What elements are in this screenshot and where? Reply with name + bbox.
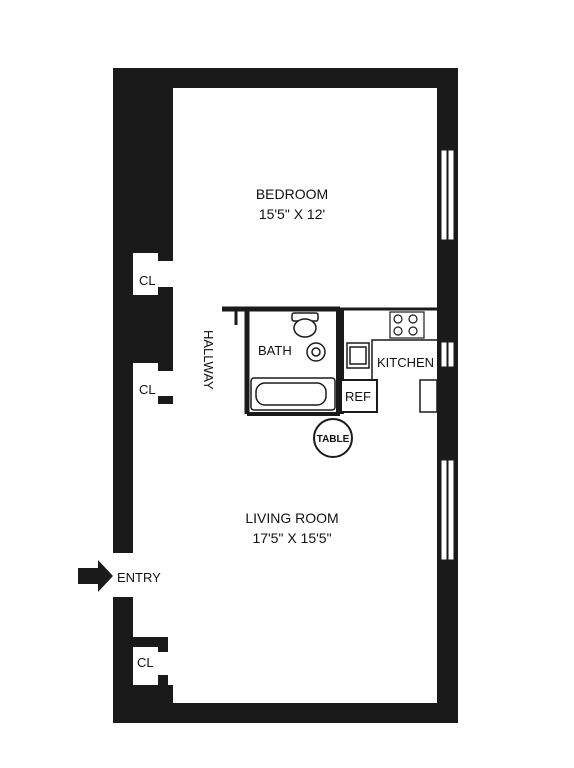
- closet-3-wall-right-b: [158, 675, 168, 685]
- bath-sink-icon: [306, 342, 326, 362]
- kitchen-sink-icon: [346, 342, 370, 369]
- bottom-wall: [113, 703, 458, 723]
- closet-3-wall-top: [133, 637, 168, 647]
- bathtub: [250, 377, 336, 411]
- kitchen-cabinet: [419, 379, 438, 413]
- toilet-icon: [291, 312, 319, 338]
- closet-2-wall-right-b: [158, 396, 173, 404]
- top-wall: [113, 68, 458, 88]
- table-label: TABLE: [317, 434, 350, 445]
- kitchen-label: KITCHEN: [377, 355, 434, 370]
- kitchen-counter: [371, 339, 437, 380]
- table-icon: [313, 418, 353, 458]
- refrigerator: [340, 379, 378, 413]
- entry-arrow-icon: [78, 560, 113, 592]
- entry-label: ENTRY: [117, 570, 161, 585]
- living-room-name: LIVING ROOM: [245, 510, 338, 526]
- refrigerator-label: REF: [345, 389, 371, 404]
- closet-label-2: CL: [139, 382, 156, 397]
- hallway-label: HALLWAY: [201, 330, 216, 390]
- left-wall-between-closets: [113, 295, 173, 363]
- bedroom-name: BEDROOM: [256, 186, 328, 202]
- left-wall-upper: [113, 68, 173, 253]
- bedroom-size: 15'5" X 12': [259, 206, 325, 222]
- closet-1-wall-right-b: [158, 287, 173, 295]
- closet-label-1: CL: [139, 273, 156, 288]
- closet-1-wall-left: [113, 253, 133, 295]
- living-room-size: 17'5" X 15'5": [252, 530, 331, 546]
- stove-icon: [389, 311, 425, 339]
- left-wall-lower-notch: [113, 685, 173, 723]
- closet-3-wall-right: [158, 637, 168, 652]
- closet-2-wall-left: [113, 363, 133, 403]
- windows: [440, 149, 455, 561]
- closet-1-wall-right: [158, 253, 173, 261]
- bath-label: BATH: [258, 343, 292, 358]
- left-wall-below-closet: [113, 403, 133, 553]
- closet-label-3: CL: [137, 655, 154, 670]
- closet-2-wall-right: [158, 363, 173, 371]
